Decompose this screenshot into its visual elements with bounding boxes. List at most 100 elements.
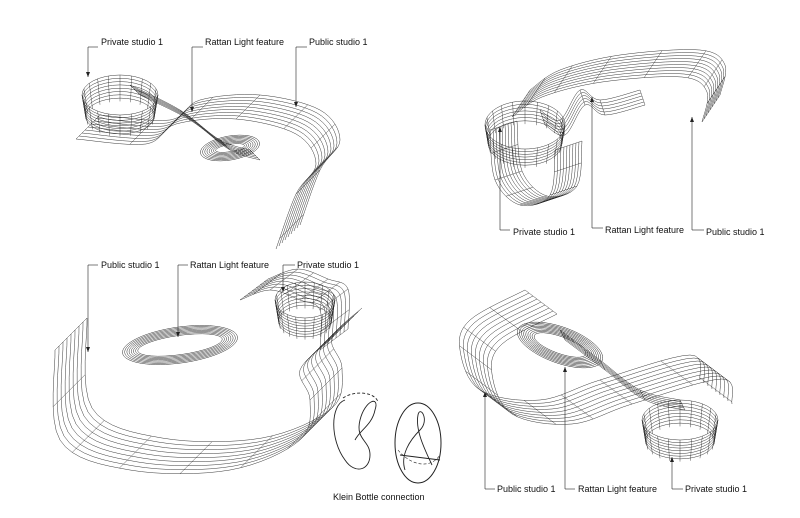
wireframe-rib: [327, 310, 360, 343]
rattan-loop: [204, 137, 256, 159]
wireframe-rib: [698, 358, 731, 383]
wireframe-strand: [137, 92, 259, 159]
wireframe-rib: [81, 94, 87, 120]
wireframe-strand: [64, 327, 343, 462]
wireframe-rib: [494, 170, 523, 181]
wireframe-rib: [511, 89, 531, 118]
wireframe-rib: [269, 268, 299, 291]
arrow-head-icon: [190, 107, 194, 112]
wireframe-rib: [139, 111, 143, 134]
wireframe-rib: [707, 408, 711, 434]
rattan-loop: [211, 141, 249, 155]
wireframe-rib: [276, 294, 281, 320]
arrow-head-icon: [498, 127, 502, 132]
wireframe-strand: [561, 333, 683, 405]
wireframe-strand: [467, 295, 709, 407]
wireframe-strand: [491, 313, 733, 425]
wireframe-rib: [643, 426, 648, 450]
wireframe-rib: [699, 403, 703, 430]
label-tl-private-studio: Private studio 1: [101, 37, 164, 47]
wireframe-rib: [501, 105, 504, 129]
rattan-loop: [521, 324, 599, 366]
arrow-head-icon: [281, 287, 285, 292]
wireframe-rib: [492, 139, 496, 159]
wireframe-rib: [536, 147, 538, 167]
wireframe-rib: [687, 50, 707, 78]
label-br-private-studio: Private studio 1: [685, 484, 748, 494]
wireframe-strand: [68, 323, 347, 458]
wireframe-strand: [84, 307, 363, 442]
rattan-loop: [517, 321, 603, 369]
wireframe-rib: [240, 435, 273, 468]
wireframe-rib: [643, 413, 648, 439]
wireframe-strand: [139, 94, 261, 161]
rattan-loop: [527, 328, 593, 362]
wireframe-rib: [285, 272, 314, 294]
rattan-loop: [206, 138, 254, 158]
wireframe-rib: [559, 117, 564, 140]
wireframe-rib: [536, 102, 538, 126]
wireframe-strand: [559, 329, 681, 401]
wireframe-rib: [53, 374, 86, 407]
wireframe-rib: [295, 282, 298, 310]
wireframe-strand: [483, 307, 725, 419]
wireframe-rib: [89, 83, 93, 109]
wireframe-rib: [325, 289, 330, 315]
wireframe-rib: [559, 329, 566, 341]
wireframe-rib: [484, 124, 489, 147]
wireframe-strand: [84, 109, 326, 241]
klein-bottle-icon: [333, 399, 377, 470]
wireframe-strand: [540, 92, 642, 124]
wireframe-rib: [519, 195, 548, 206]
wireframe-rib: [161, 110, 186, 135]
klein-bottle-icon: [399, 411, 441, 471]
wireframe-rib: [130, 75, 132, 103]
rattan-loop: [122, 325, 238, 365]
wireframe-rib: [89, 106, 93, 130]
label-br-public-studio: Public studio 1: [497, 484, 556, 494]
wireframe-rib: [108, 114, 110, 136]
wireframe-strand: [479, 304, 721, 416]
wireframe-rib: [305, 329, 338, 362]
wireframe-rib: [505, 187, 534, 197]
wireframe-rib: [523, 400, 557, 425]
label-bl-rattan-light: Rattan Light feature: [190, 260, 270, 270]
arrow-head-icon: [590, 97, 594, 102]
rattan-loop: [131, 330, 229, 360]
wireframe-strand: [87, 106, 329, 238]
wireframe-rib: [283, 104, 308, 129]
wireframe-rib: [54, 317, 88, 351]
wireframe-rib: [311, 281, 340, 304]
wireframe-rib: [559, 119, 566, 136]
arrow-head-icon: [86, 347, 90, 352]
wireframe-rib: [280, 310, 285, 334]
wireframe-strand: [76, 315, 355, 450]
wireframe-rib: [679, 399, 686, 411]
wireframe-rib: [108, 75, 110, 103]
label-tr-private-studio: Private studio 1: [513, 227, 576, 237]
wireframe-rib: [219, 139, 231, 151]
wireframe-rib: [274, 299, 280, 325]
wireframe-rib: [703, 59, 723, 87]
wireframe-rib: [486, 132, 491, 153]
rattan-loop: [213, 142, 247, 154]
wireframe-rib: [546, 105, 549, 129]
wireframe-rib: [539, 109, 546, 126]
wireframe-strand: [459, 289, 701, 401]
wireframe-rib: [75, 114, 101, 140]
wireframe-rib: [310, 123, 336, 149]
wireframe-rib: [83, 101, 88, 125]
wireframe-rib: [699, 377, 732, 402]
wireframe-rib: [321, 309, 350, 331]
label-bl-public-studio: Public studio 1: [101, 260, 160, 270]
wireframe-rib: [287, 416, 320, 450]
wireframe-rib: [319, 328, 349, 351]
wireframe-rib: [512, 102, 514, 126]
rattan-loop: [531, 331, 589, 359]
klein-caption: Klein Bottle connection: [333, 492, 425, 502]
rattan-loop: [529, 329, 591, 361]
wireframe-strand: [96, 97, 338, 229]
wireframe-rib: [301, 348, 334, 381]
